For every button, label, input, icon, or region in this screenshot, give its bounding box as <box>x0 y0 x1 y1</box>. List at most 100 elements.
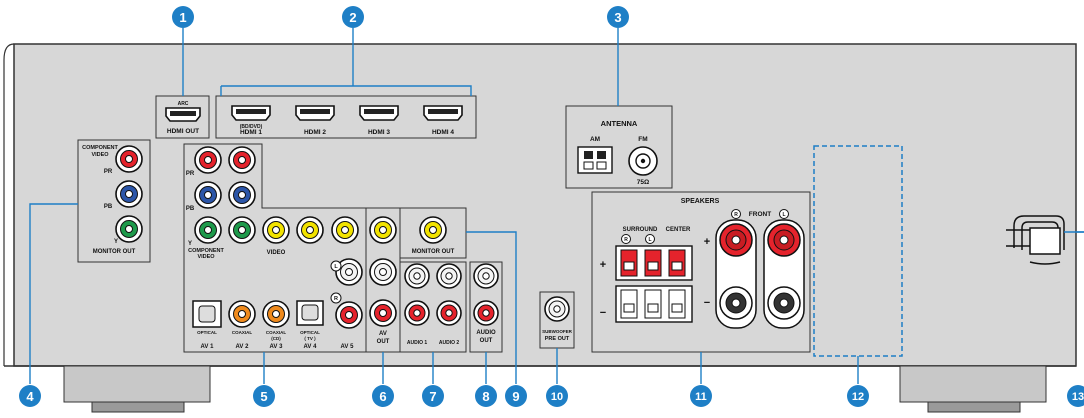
svg-text:11: 11 <box>695 391 707 403</box>
hdmi-4-label: HDMI 4 <box>432 129 454 136</box>
hdmi-1-port <box>231 105 271 121</box>
surround-l-mark: L <box>648 237 651 243</box>
av-out-jacks <box>369 216 397 327</box>
svg-text:7: 7 <box>429 389 436 404</box>
callout-12: 12 <box>847 385 869 407</box>
av5-l-mark: L <box>334 264 338 270</box>
hdmi-out-label: HDMI OUT <box>167 128 199 135</box>
monitor-out-pb-jack <box>115 180 143 208</box>
fm-label: FM <box>638 136 647 143</box>
coaxial-av2-label: COAXIAL <box>232 330 253 335</box>
speakers-plus-left: + <box>600 259 606 271</box>
hdmi-1-label: HDMI 1 <box>240 129 262 136</box>
front-l-mark-circle <box>779 209 789 219</box>
callout-3: 3 <box>607 6 629 28</box>
av-component-jacks <box>194 146 256 244</box>
av4-label: AV 4 <box>304 344 318 350</box>
monitor-out-video-jack <box>419 216 447 244</box>
callout-9: 9 <box>505 385 527 407</box>
chassis-panel <box>13 43 1077 367</box>
coaxial-av3-cd-label: (CD) <box>271 336 281 341</box>
av1-label: AV 1 <box>201 344 215 350</box>
av-pb-label: PB <box>186 206 195 212</box>
callout-10: 10 <box>546 385 568 407</box>
av5-label: AV 5 <box>341 344 355 350</box>
callout-leaders <box>29 28 1084 384</box>
video-input-jacks <box>262 216 359 244</box>
coaxial-av3-label: COAXIAL <box>266 330 287 335</box>
hdmi-4-port <box>423 105 463 121</box>
hdmi-out-port <box>165 107 201 122</box>
av-out-label-1: AV <box>379 331 387 337</box>
monitor-out-label: MONITOR OUT <box>93 249 136 255</box>
left-foot <box>63 365 211 413</box>
subwoofer-pre-out-jack <box>544 296 570 322</box>
monitor-out-y-jack <box>115 215 143 243</box>
speakers-title: SPEAKERS <box>681 198 720 205</box>
svg-text:12: 12 <box>852 391 864 403</box>
optical-av1-jack <box>192 300 222 328</box>
monitor-out-pr-jack <box>115 145 143 173</box>
component-title-2: VIDEO <box>91 152 109 158</box>
svg-text:2: 2 <box>349 10 356 25</box>
optical-av1-label: OPTICAL <box>197 330 217 335</box>
svg-text:10: 10 <box>551 391 563 403</box>
audio-2-label: AUDIO 2 <box>439 340 460 346</box>
hdmi-3-label: HDMI 3 <box>368 129 390 136</box>
surround-center-terminals <box>615 245 693 323</box>
right-foot <box>899 365 1047 413</box>
callout-2: 2 <box>342 6 364 28</box>
front-l-mark: L <box>782 212 785 218</box>
svg-text:3: 3 <box>614 10 621 25</box>
center-label: CENTER <box>666 227 691 233</box>
subwoofer-label-2: PRE OUT <box>545 336 570 342</box>
front-label: FRONT <box>749 211 771 218</box>
antenna-box <box>565 105 673 189</box>
optical-av4-tv-label: ( TV ) <box>304 336 316 341</box>
hdmi-arc-label: ARC <box>178 101 189 107</box>
component-monitor-box <box>77 139 151 263</box>
optical-av4-jack <box>296 300 324 326</box>
expansion-area-box <box>813 145 903 357</box>
front-r-mark: R <box>734 212 738 218</box>
audio-out-jacks <box>473 263 499 326</box>
hdmi-2-label: HDMI 2 <box>304 129 326 136</box>
svg-text:4: 4 <box>26 389 34 404</box>
front-minus: − <box>704 297 710 309</box>
surround-r-mark: R <box>624 237 628 243</box>
hdmi-in-box <box>215 95 477 139</box>
monitor-out-box <box>399 207 467 259</box>
optical-av4-label: OPTICAL <box>300 330 320 335</box>
av-component-label-1: COMPONENT <box>188 248 224 254</box>
surround-rl-marks <box>621 234 655 244</box>
callout-8: 8 <box>475 385 497 407</box>
am-antenna-terminal <box>577 146 613 174</box>
av2-label: AV 2 <box>236 344 250 350</box>
video-label: VIDEO <box>267 250 286 256</box>
monitor-out-y-label: Y <box>114 239 118 245</box>
surround-label: SURROUND <box>623 227 658 233</box>
svg-text:6: 6 <box>379 389 386 404</box>
fm-antenna-jack <box>628 146 658 176</box>
monitor-out-pr-label: PR <box>104 169 113 175</box>
av5-audio-jacks <box>330 258 363 329</box>
callout-11: 11 <box>690 385 712 407</box>
coaxial-av2-jack <box>228 300 256 328</box>
antenna-title: ANTENNA <box>601 119 638 128</box>
front-binding-posts <box>715 219 805 329</box>
av-out-label-2: OUT <box>377 339 390 345</box>
front-r-mark-circle <box>731 209 741 219</box>
svg-text:1: 1 <box>179 10 186 25</box>
audio-1-label: AUDIO 1 <box>407 340 428 346</box>
svg-text:5: 5 <box>260 389 267 404</box>
fm-impedance-label: 75Ω <box>637 179 649 186</box>
callout-7: 7 <box>422 385 444 407</box>
hdmi-2-port <box>295 105 335 121</box>
av-component-label-2: VIDEO <box>197 254 215 260</box>
front-plus: + <box>704 236 710 248</box>
callout-4: 4 <box>19 385 41 407</box>
callout-6: 6 <box>372 385 394 407</box>
hdmi-1-top-label: (BD/DVD) <box>240 124 263 130</box>
monitor-out-pb-label: PB <box>104 204 113 210</box>
